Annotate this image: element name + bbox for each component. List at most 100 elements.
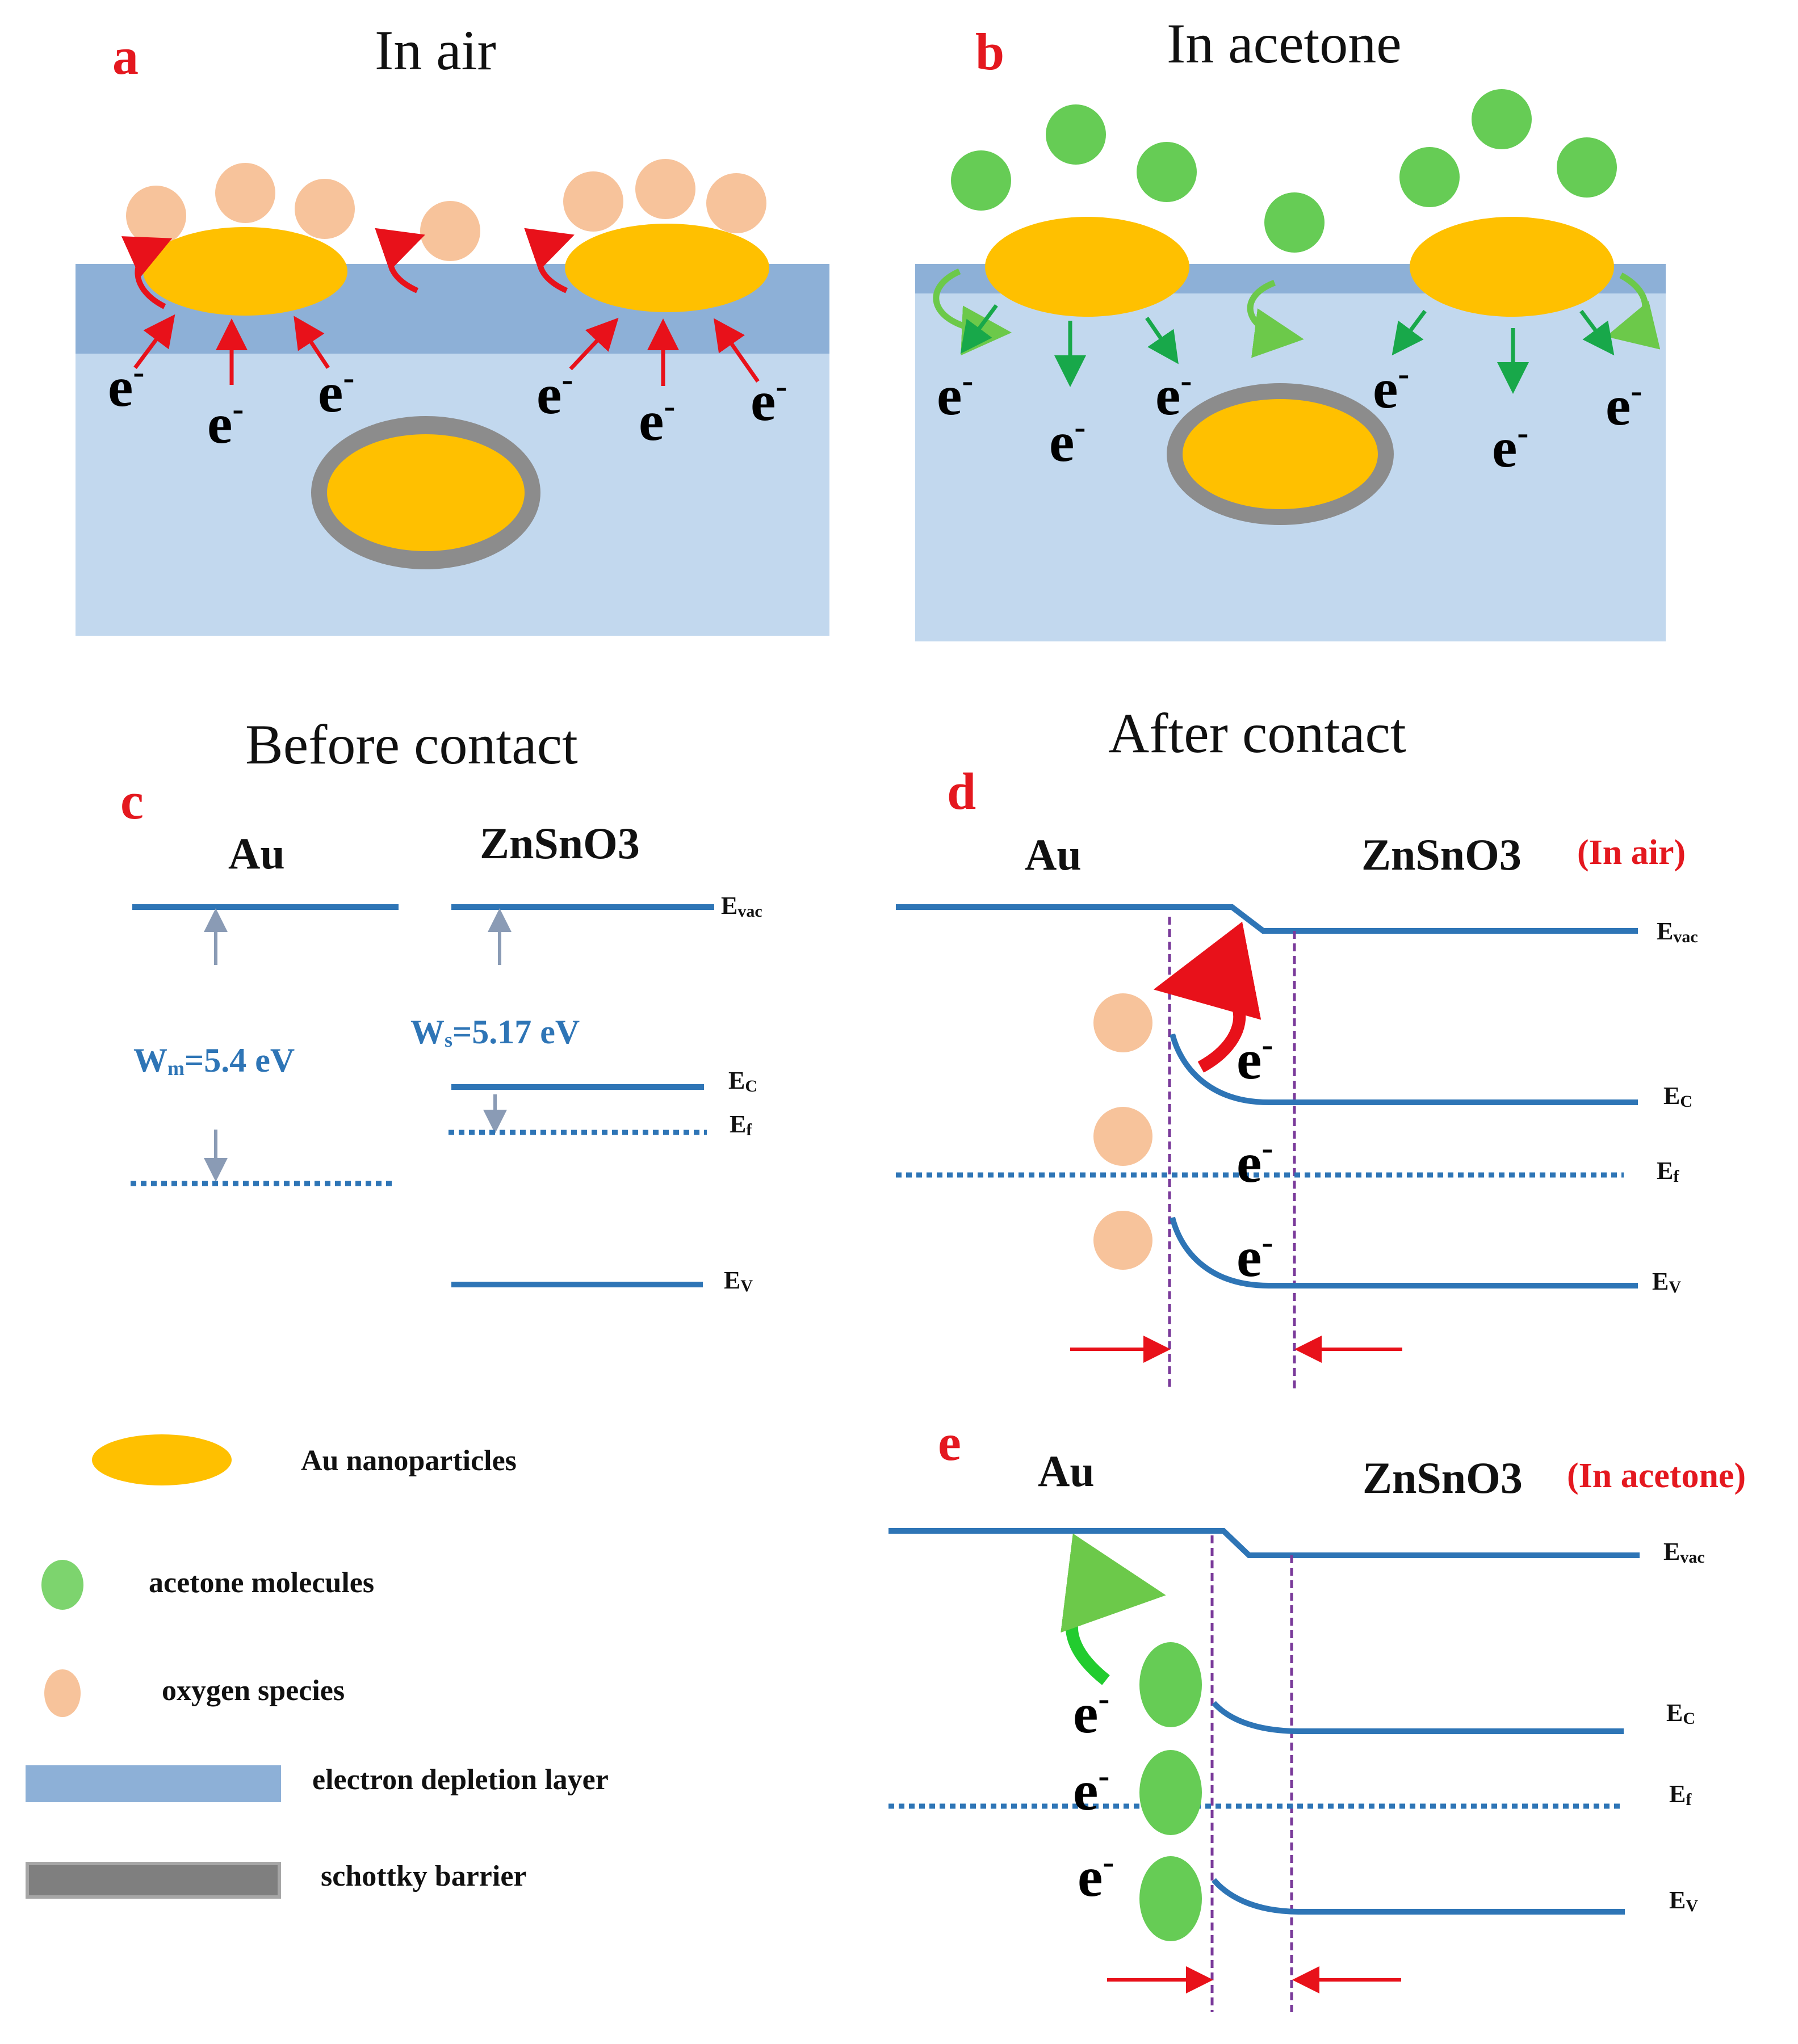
- work-function-symbol: W: [410, 1013, 445, 1051]
- legend-label: acetone molecules: [149, 1567, 374, 1599]
- legend: Au nanoparticles acetone molecules oxyge…: [26, 1434, 609, 1899]
- oxygen-species-icon: [1093, 993, 1152, 1052]
- electron-charge: -: [664, 387, 675, 425]
- svg-text:e-: e-: [207, 390, 244, 455]
- svg-text:Evac: Evac: [1657, 917, 1698, 946]
- oxygen-species-icon: [635, 159, 695, 219]
- svg-text:e-: e-: [639, 387, 675, 452]
- electron-charge: -: [1074, 408, 1085, 446]
- electron-charge: -: [1398, 355, 1409, 392]
- acetone-molecule-icon: [1046, 104, 1106, 165]
- electron-label: e: [1049, 410, 1074, 473]
- au-nanoparticle: [143, 227, 347, 316]
- electron-label: e: [1073, 1682, 1098, 1745]
- legend-label: Au nanoparticles: [301, 1445, 517, 1477]
- electron-labels: e- e- e- e- e- e-: [108, 353, 787, 455]
- ec-symbol: E: [1666, 1699, 1683, 1727]
- conduction-band-bent: [1170, 1033, 1638, 1105]
- evac-subscript: vac: [1680, 1548, 1704, 1567]
- green-arrow-icon: [1392, 309, 1427, 356]
- svg-text:e-: e-: [318, 359, 354, 424]
- electron-charge: -: [1261, 1026, 1273, 1063]
- buried-au-nanoparticle: [327, 434, 525, 551]
- electron-label: e: [1237, 1131, 1261, 1194]
- panel-b-letter: b: [975, 23, 1004, 81]
- au-nanoparticle: [1410, 217, 1614, 317]
- electron-label: e: [108, 355, 133, 418]
- svg-text:e-: e-: [1237, 1026, 1273, 1091]
- panel-b-title: In acetone: [1167, 12, 1402, 75]
- green-arrow-icon: [960, 304, 998, 354]
- acetone-molecule-icon: [1139, 1856, 1202, 1941]
- electron-label: e: [1492, 416, 1517, 479]
- green-arrow-icon: [1145, 317, 1179, 364]
- svg-text:e-: e-: [1073, 1757, 1109, 1822]
- electron-charge: -: [962, 362, 973, 399]
- work-function-subscript: m: [167, 1057, 185, 1080]
- metal-label: Au: [1038, 1446, 1095, 1496]
- panel-e: e Au ZnSnO3 (In acetone) e- e- e- Evac E…: [888, 1413, 1746, 2012]
- svg-text:Evac: Evac: [721, 892, 762, 921]
- svg-text:e-: e-: [1492, 414, 1528, 479]
- green-circle-icon: [41, 1560, 83, 1610]
- svg-text:EC: EC: [1666, 1699, 1695, 1728]
- electron-labels: e- e- e-: [1237, 1026, 1273, 1288]
- blue-bar-icon: [26, 1765, 281, 1802]
- evac-symbol: E: [1663, 1538, 1680, 1565]
- electron-charge: -: [1180, 362, 1192, 399]
- red-arrow-icon: [713, 318, 760, 383]
- evac-symbol: E: [1657, 917, 1673, 945]
- work-function-subscript: s: [445, 1029, 452, 1051]
- svg-text:Evac: Evac: [1663, 1538, 1705, 1567]
- legend-label: electron depletion layer: [312, 1764, 609, 1796]
- ev-subscript: V: [1686, 1896, 1698, 1915]
- ev-subscript: V: [740, 1277, 753, 1295]
- green-arrow-icon: [1579, 309, 1615, 356]
- vacuum-level-bent: [888, 1528, 1640, 1558]
- ec-subscript: C: [1680, 1092, 1692, 1111]
- electron-charge: -: [561, 360, 573, 398]
- ef-subscript: f: [1673, 1167, 1679, 1186]
- au-nanoparticle: [565, 224, 769, 312]
- acetone-molecule-icon: [1139, 1750, 1202, 1835]
- electron-label: e: [1237, 1028, 1261, 1091]
- electron-charge: -: [232, 390, 244, 427]
- oxygen-species-icon: [563, 171, 623, 232]
- acetone-molecule-icon: [1472, 89, 1532, 149]
- metal-label: Au: [228, 829, 285, 878]
- evac-symbol: E: [721, 892, 737, 920]
- electron-label: e: [537, 363, 561, 426]
- panel-d: After contact d Au ZnSnO3 (In air) e- e-…: [896, 702, 1698, 1391]
- condition-label: (In acetone): [1567, 1457, 1746, 1495]
- red-arrow-icon: [294, 316, 330, 369]
- au-nanoparticle: [985, 217, 1189, 317]
- svg-text:Ef: Ef: [1669, 1780, 1692, 1809]
- svg-text:e-: e-: [751, 367, 787, 433]
- ec-subscript: C: [1683, 1709, 1695, 1728]
- electron-labels: e- e- e-: [1073, 1680, 1114, 1908]
- electron-charge: -: [776, 367, 787, 405]
- electron-charge: -: [343, 359, 354, 396]
- svg-text:e-: e-: [1155, 362, 1192, 427]
- semiconductor-label: ZnSnO3: [480, 819, 640, 868]
- svg-text:EC: EC: [728, 1067, 757, 1096]
- svg-text:EV: EV: [1652, 1267, 1681, 1296]
- svg-text:e-: e-: [937, 362, 973, 427]
- green-curved-arrow-icon: [1247, 279, 1304, 358]
- ef-symbol: E: [1669, 1780, 1686, 1808]
- semiconductor-label: ZnSnO3: [1361, 830, 1522, 879]
- oxygen-species-icon: [420, 201, 480, 261]
- valence-band-bent: [1212, 1878, 1625, 1915]
- electron-charge: -: [1098, 1680, 1109, 1717]
- electron-charge: -: [1098, 1757, 1109, 1794]
- oxygen-species-icon: [215, 163, 275, 223]
- red-curved-arrow-icon: [1153, 921, 1261, 1073]
- gray-bar-icon: [26, 1862, 281, 1899]
- ec-symbol: E: [728, 1067, 745, 1094]
- electron-label: e: [1373, 357, 1398, 420]
- work-function-symbol: W: [133, 1042, 167, 1079]
- buried-au-nanoparticle: [1183, 399, 1378, 509]
- ev-symbol: E: [1669, 1886, 1686, 1914]
- evac-subscript: vac: [1673, 927, 1698, 946]
- svg-text:e-: e-: [1237, 1129, 1273, 1194]
